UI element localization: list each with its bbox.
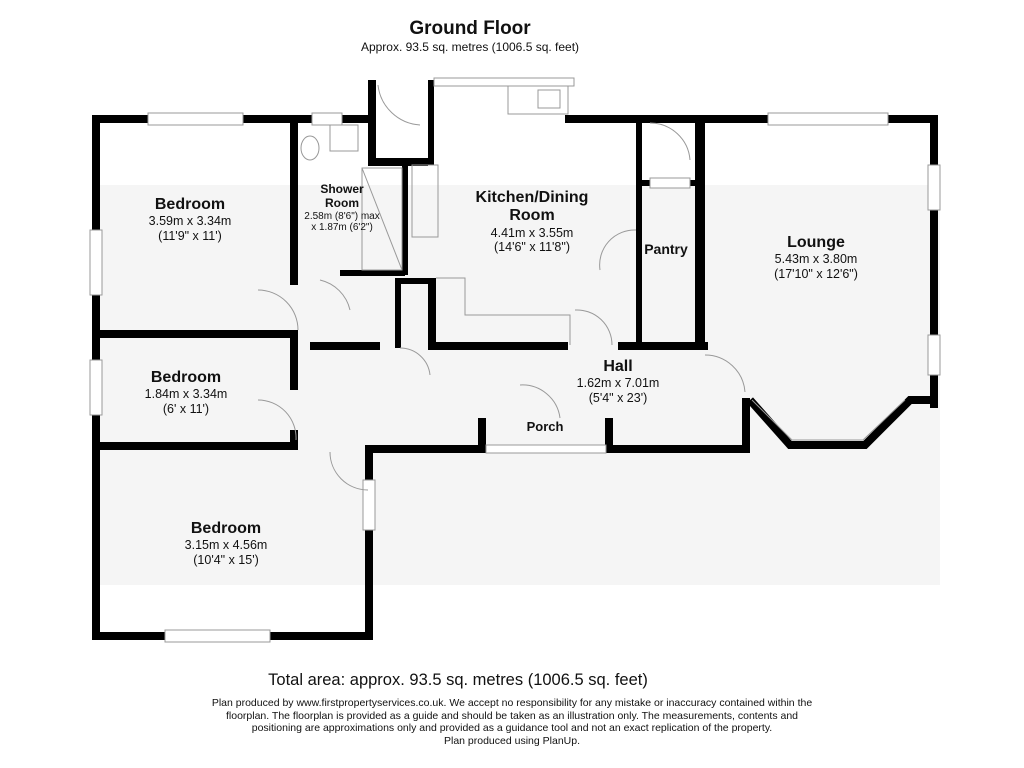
room-dimensions-metric: 1.84m x 3.34m	[144, 387, 228, 402]
room-dimensions-metric: 3.59m x 3.34m	[148, 214, 232, 229]
room-dimensions-imperial: (5'4" x 23')	[588, 390, 648, 405]
room-label-pantry: Pantry	[644, 241, 688, 257]
fixtures	[257, 84, 746, 491]
room-name: Lounge	[787, 234, 845, 251]
room-dimensions-imperial: (17'10" x 12'6")	[774, 266, 858, 281]
disclaimer: Plan produced by www.firstpropertyservic…	[212, 697, 812, 747]
walls	[92, 80, 938, 640]
page-title: Ground Floor	[409, 18, 531, 39]
page-subtitle: Approx. 93.5 sq. metres (1006.5 sq. feet…	[360, 40, 580, 54]
room-dimensions-metric: 2.58m (8'6") max	[304, 210, 380, 222]
room-name-line-2: Room	[324, 195, 359, 210]
disclaimer-line: floorplan. The floorplan is provided as …	[225, 709, 799, 722]
bay-window	[747, 396, 930, 449]
room-label-porch: Porch	[526, 419, 564, 434]
room-name: Shower	[320, 182, 364, 196]
room-name: Bedroom	[150, 369, 222, 386]
room-dimensions-imperial: (11'9" x 11')	[158, 228, 222, 243]
total-area: Total area: approx. 93.5 sq. metres (100…	[268, 671, 648, 689]
room-dimensions-imperial: (6' x 11')	[162, 401, 210, 416]
room-dimensions-metric: 5.43m x 3.80m	[774, 252, 858, 267]
room-name: Bedroom	[154, 196, 226, 213]
room-dimensions-imperial: x 1.87m (6'2")	[311, 222, 373, 234]
disclaimer-line: Plan produced using PlanUp.	[443, 734, 580, 747]
room-dimensions-metric: 3.15m x 4.56m	[184, 538, 268, 553]
room-dimensions-imperial: (10'4" x 15')	[193, 552, 259, 567]
room-name: Kitchen/Dining	[475, 189, 589, 206]
room-name: Hall	[603, 358, 633, 375]
disclaimer-line: positioning are approximations only and …	[251, 722, 773, 735]
disclaimer-line: Plan produced by www.firstpropertyservic…	[211, 697, 813, 709]
windows	[89, 77, 941, 643]
room-dimensions-metric: 4.41m x 3.55m	[490, 225, 574, 240]
room-dimensions-imperial: (14'6" x 11'8")	[494, 240, 570, 255]
room-dimensions-metric: 1.62m x 7.01m	[576, 376, 660, 391]
room-name: Bedroom	[190, 520, 262, 537]
room-name-line-2: Room	[509, 207, 555, 225]
bay-window-glazing	[751, 399, 906, 441]
